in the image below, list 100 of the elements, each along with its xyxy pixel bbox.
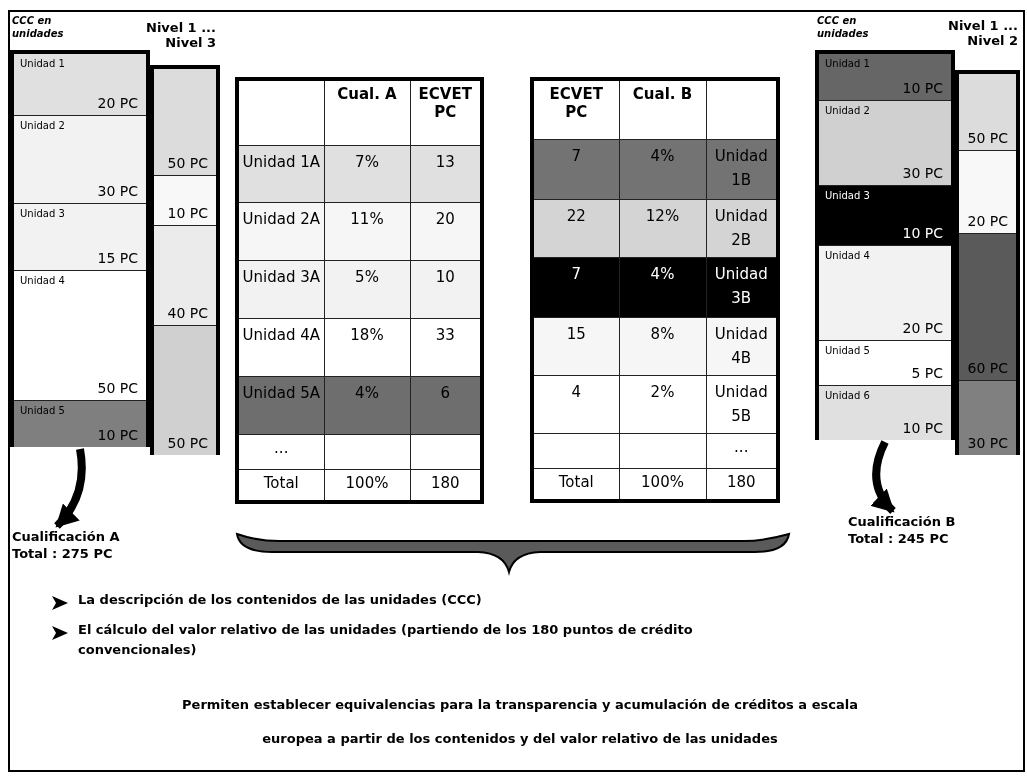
table-cell: Unidad 1B: [706, 139, 778, 199]
unit-bar: [14, 400, 146, 447]
table-cell: Unidad 3B: [706, 257, 778, 317]
table-cell: ...: [706, 433, 778, 468]
unit-bar: [819, 245, 951, 340]
credit-value: 10 PC: [902, 80, 943, 96]
credit-value: 20 PC: [902, 320, 943, 336]
credit-value: 15 PC: [97, 250, 138, 266]
unit-name: Unidad 5: [20, 405, 65, 416]
total-credits: Total : 275 PC: [12, 545, 114, 562]
unit-name: Unidad 3: [825, 190, 870, 201]
table-cell: 13: [410, 145, 482, 202]
level-bar: [154, 225, 216, 325]
credit-value: 20 PC: [967, 213, 1008, 229]
unit-name: Unidad 6: [825, 390, 870, 401]
level-bar: [959, 233, 1016, 380]
table-cell: 11%: [324, 202, 410, 260]
summary-text: Permiten establecer equivalencias para la transparencia y acumulación de créditos a escala europea a partir de los contenidos y del valor relativo de las unidades: [181, 696, 859, 748]
table-cell: 18%: [324, 318, 410, 376]
table-cell: 6: [410, 376, 482, 434]
total-credits: Total : 245 PC: [848, 530, 950, 547]
table-cell: Unidad 5B: [706, 375, 778, 433]
table-cell: 33: [410, 318, 482, 376]
unit-name: Unidad 2: [825, 105, 870, 116]
table-cell: 20: [410, 202, 482, 260]
table-cell: 4%: [619, 257, 706, 317]
header-cell: Cual. B: [619, 79, 706, 139]
table-cell: Unidad 5A: [237, 376, 324, 434]
table-cell: 7: [532, 139, 619, 199]
table-cell: 4: [532, 375, 619, 433]
table-cell: Total: [237, 469, 324, 502]
credit-value: 10 PC: [902, 420, 943, 436]
header-cell: Cual. A: [324, 79, 410, 145]
qualification-name: Cualificación A: [12, 528, 121, 545]
table-cell: 2%: [619, 375, 706, 433]
table-cell: 7: [532, 257, 619, 317]
unit-name: Unidad 3: [20, 208, 65, 219]
column-heading: CCC en unidades: [817, 14, 870, 40]
table-cell: Unidad 4B: [706, 317, 778, 375]
table-cell: 10: [410, 260, 482, 318]
table-cell: Unidad 2A: [237, 202, 324, 260]
table-cell: 22: [532, 199, 619, 257]
table-cell: Unidad 3A: [237, 260, 324, 318]
header-cell: ECVET PC: [532, 79, 619, 139]
curved-arrow: [54, 448, 86, 529]
bullet-text: La descripción de los contenidos de las unidades (CCC): [78, 591, 483, 609]
unit-name: Unidad 1: [825, 58, 870, 69]
unit-bar: [819, 385, 951, 440]
level-bar: [959, 380, 1016, 455]
curved-arrow: [870, 440, 896, 514]
column-heading: CCC en unidades: [12, 14, 65, 40]
table-cell: 12%: [619, 199, 706, 257]
table-cell: Unidad 4A: [237, 318, 324, 376]
table-cell: Unidad 2B: [706, 199, 778, 257]
unit-bar: [14, 54, 146, 115]
table-cell: 180: [410, 469, 482, 502]
credit-value: 40 PC: [167, 305, 208, 321]
credit-value: 50 PC: [167, 435, 208, 451]
unit-name: Unidad 2: [20, 120, 65, 131]
header-cell: ECVET PC: [410, 79, 482, 145]
level-bar: [959, 150, 1016, 233]
credit-value: 10 PC: [97, 427, 138, 443]
unit-name: Unidad 4: [20, 275, 65, 286]
table-cell: 15: [532, 317, 619, 375]
table-cell: 7%: [324, 145, 410, 202]
table-cell: 100%: [619, 468, 706, 501]
unit-bar: [14, 115, 146, 203]
table-cell: 4%: [324, 376, 410, 434]
unit-name: Unidad 1: [20, 58, 65, 69]
table-cell: 8%: [619, 317, 706, 375]
level-bar: [154, 175, 216, 225]
level-bar: [959, 74, 1016, 150]
credit-value: 50 PC: [167, 155, 208, 171]
column-heading: Nivel 1 ... Nivel 3: [145, 20, 216, 50]
credit-value: 50 PC: [97, 380, 138, 396]
curly-brace: [236, 533, 790, 573]
table-cell: 5%: [324, 260, 410, 318]
table-cell: 4%: [619, 139, 706, 199]
bullet-text: El cálculo del valor relativo de las unidades (partiendo de los 180 puntos de crédito convencionales): [78, 621, 694, 659]
qualification-name: Cualificación B: [848, 513, 957, 530]
unit-bar: [819, 54, 951, 100]
credit-value: 60 PC: [967, 360, 1008, 376]
unit-bar: [14, 203, 146, 270]
credit-value: 10 PC: [902, 225, 943, 241]
credit-value: 50 PC: [967, 130, 1008, 146]
unit-name: Unidad 5: [825, 345, 870, 356]
table-cell: ...: [237, 434, 324, 469]
table-cell: 100%: [324, 469, 410, 502]
credit-value: 30 PC: [967, 435, 1008, 451]
unit-bar: [819, 100, 951, 185]
table-cell: 180: [706, 468, 778, 501]
table-cell: Total: [532, 468, 619, 501]
credit-value: 30 PC: [902, 165, 943, 181]
level-bar: [154, 325, 216, 455]
table-cell: Unidad 1A: [237, 145, 324, 202]
column-heading: Nivel 1 ... Nivel 2: [947, 18, 1018, 48]
credit-value: 10 PC: [167, 205, 208, 221]
credit-value: 5 PC: [911, 365, 943, 381]
level-bar: [154, 69, 216, 175]
credit-value: 20 PC: [97, 95, 138, 111]
